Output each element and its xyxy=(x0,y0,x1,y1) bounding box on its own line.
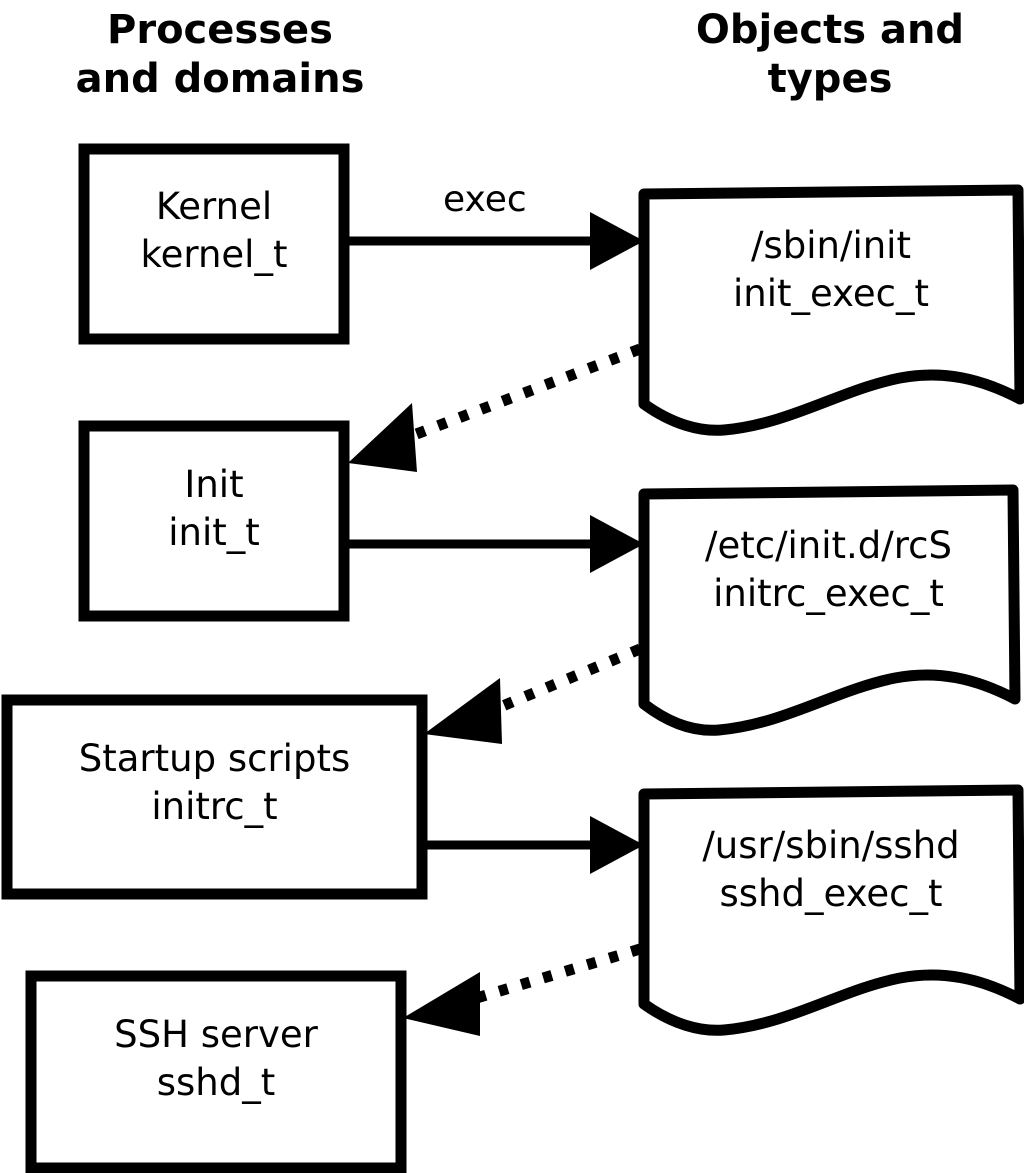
process-box-initrc[interactable] xyxy=(1,694,428,900)
object-doc-sshd-exec[interactable] xyxy=(638,784,1024,1036)
edge-initrc-exec-to-initrc xyxy=(424,643,643,744)
edge-init-exec-to-init xyxy=(348,343,642,472)
edge-init-to-initrc-exec xyxy=(344,515,644,573)
edge-initrc-to-sshd-exec xyxy=(422,816,644,874)
process-box-init[interactable] xyxy=(78,420,350,622)
column-header-processes: Processes and domains xyxy=(75,7,365,102)
object-doc-init-exec[interactable] xyxy=(638,184,1024,436)
process-box-sshd[interactable] xyxy=(25,970,407,1173)
column-header-objects: Objects and types xyxy=(695,7,965,102)
edge-sshd-exec-to-sshd xyxy=(403,943,642,1036)
process-box-kernel[interactable] xyxy=(78,143,350,345)
edge-label-exec: exec xyxy=(443,179,527,220)
object-doc-initrc-exec[interactable] xyxy=(638,484,1021,736)
edge-kernel-to-init-exec xyxy=(344,212,644,270)
